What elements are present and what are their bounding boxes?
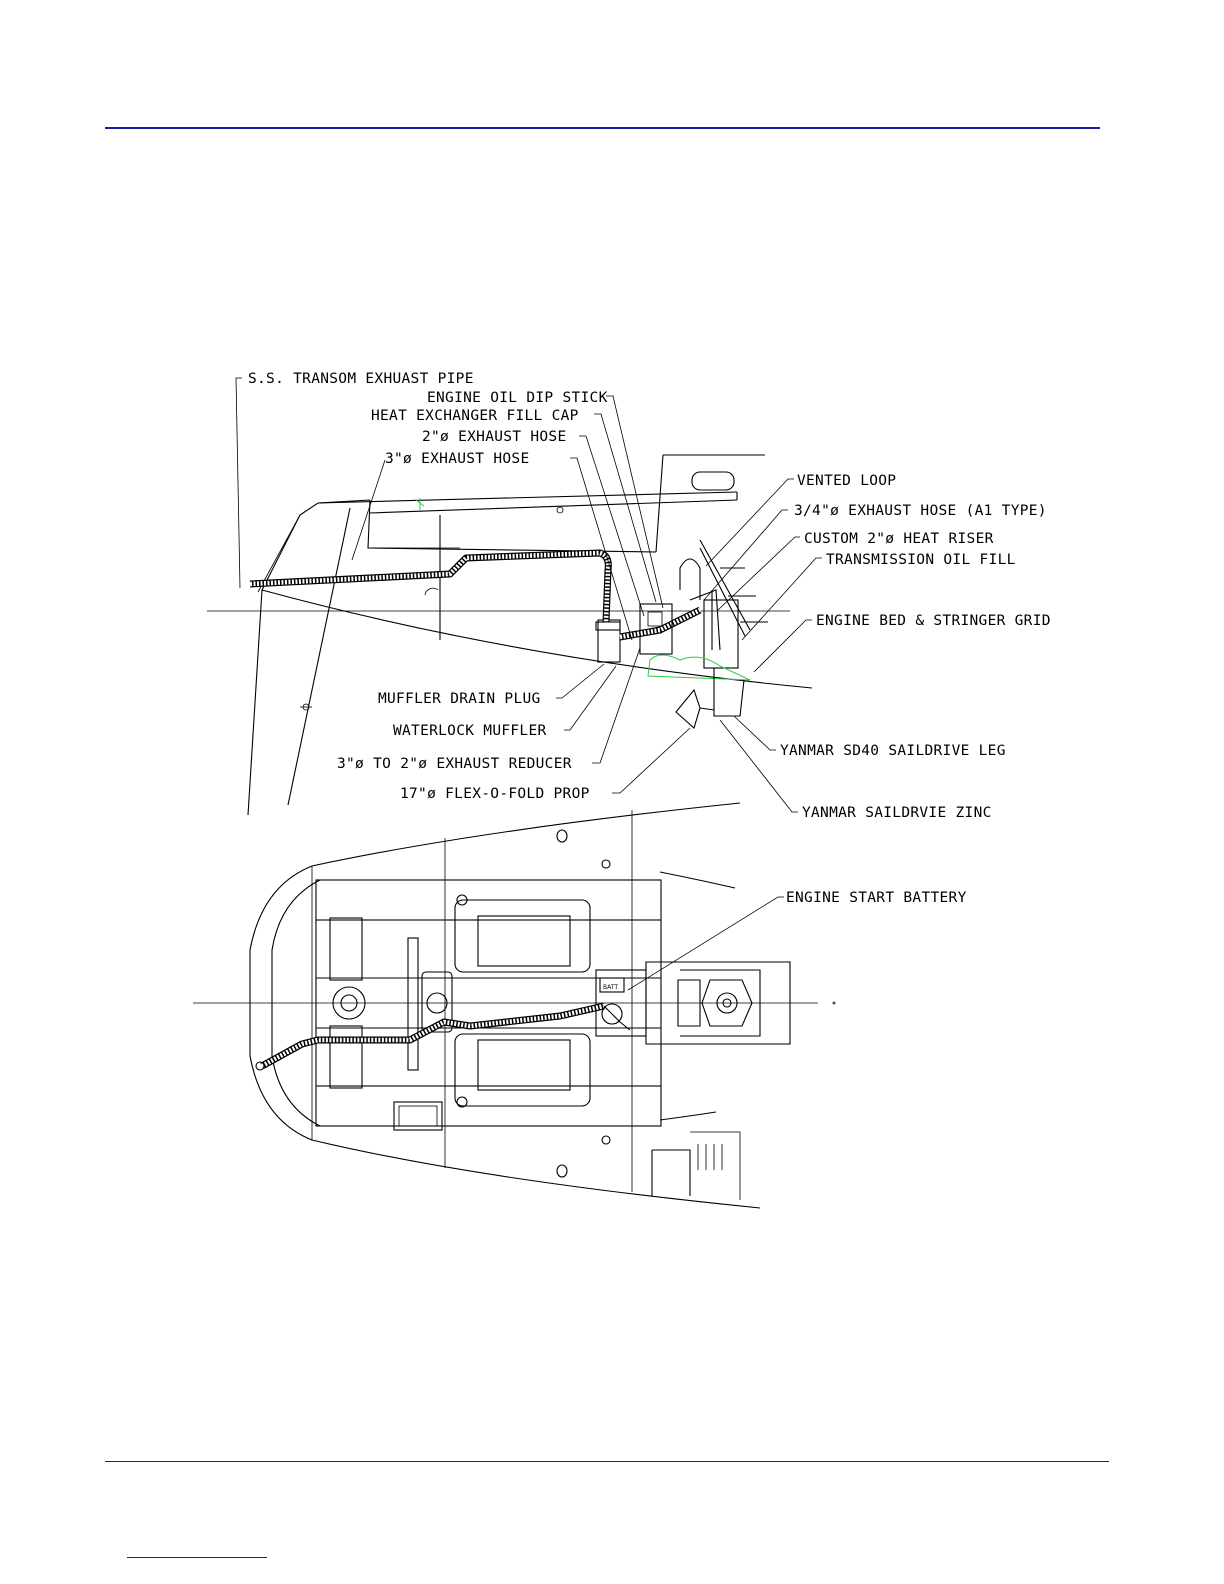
label-trans-fill: TRANSMISSION OIL FILL <box>826 552 1016 568</box>
label-transom-pipe: S.S. TRANSOM EXHUAST PIPE <box>248 371 474 387</box>
label-fill-cap: HEAT EXCHANGER FILL CAP <box>371 408 579 424</box>
label-reducer: 3"ø TO 2"ø EXHAUST REDUCER <box>337 756 572 772</box>
header-rule <box>105 127 1100 129</box>
label-3in-hose: 3"ø EXHAUST HOSE <box>385 451 529 467</box>
footer-rule <box>105 1461 1109 1462</box>
label-engine-bed: ENGINE BED & STRINGER GRID <box>816 613 1051 629</box>
label-vented-loop: VENTED LOOP <box>797 473 896 489</box>
label-start-battery: ENGINE START BATTERY <box>786 890 967 906</box>
label-heat-riser: CUSTOM 2"ø HEAT RISER <box>804 531 994 547</box>
label-34-hose: 3/4"ø EXHAUST HOSE (A1 TYPE) <box>794 503 1047 519</box>
label-dip-stick: ENGINE OIL DIP STICK <box>427 390 608 406</box>
footer-short-rule <box>127 1557 267 1558</box>
label-saildrive-zinc: YANMAR SAILDRVIE ZINC <box>802 805 992 821</box>
label-waterlock: WATERLOCK MUFFLER <box>393 723 547 739</box>
label-drain-plug: MUFFLER DRAIN PLUG <box>378 691 541 707</box>
plan-view: BATT <box>193 802 836 1209</box>
batt-label: BATT <box>603 984 618 991</box>
profile-view <box>207 377 822 816</box>
label-2in-hose: 2"ø EXHAUST HOSE <box>422 429 566 445</box>
label-saildrive-leg: YANMAR SD40 SAILDRIVE LEG <box>780 743 1006 759</box>
label-prop: 17"ø FLEX-O-FOLD PROP <box>400 786 590 802</box>
